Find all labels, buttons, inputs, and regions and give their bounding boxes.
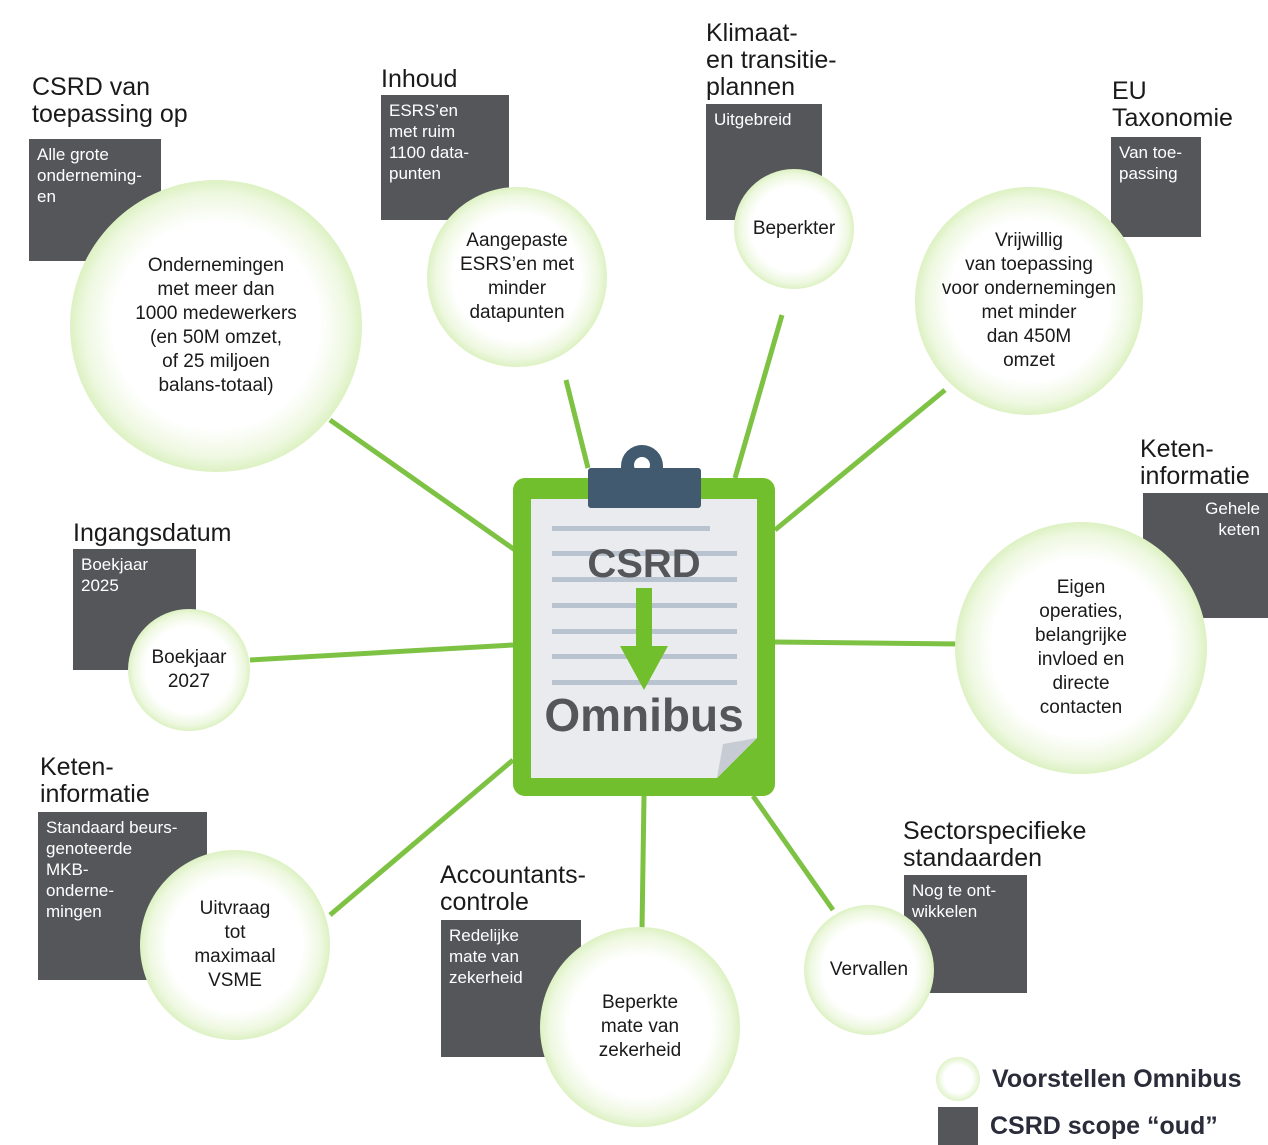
legend-new-label: Voorstellen Omnibus [992,1064,1242,1093]
center-csrd-label: CSRD [587,542,701,586]
old-taxonomie-box: Van toe- passing [1111,137,1201,237]
new-inhoud-circle: Aangepaste ESRS’en met minder datapunten [427,187,607,367]
title-keten-left: Keten- informatie [40,753,150,808]
new-keten-left-circle: Uitvraag tot maximaal VSME [140,850,330,1040]
title-ingangsdatum: Ingangsdatum [73,519,232,547]
new-klimaat-circle: Beperkter [734,169,854,289]
new-ingangsdatum-circle: Boekjaar 2027 [128,609,250,731]
clipboard-clip [588,468,701,508]
new-accountant-circle: Beperkte mate van zekerheid [540,927,740,1127]
paper-line [552,577,737,582]
legend-square-icon [938,1107,978,1145]
title-inhoud: Inhoud [381,65,458,93]
legend-new: Voorstellen Omnibus [936,1057,1242,1101]
title-sector: Sectorspecifieke standaarden [903,817,1087,872]
new-taxonomie-circle: Vrijwillig van toepassing voor ondernemi… [915,187,1143,415]
title-taxonomie: EU Taxonomie [1112,77,1233,132]
center-omnibus-label: Omnibus [544,689,744,741]
title-scope: CSRD van toepassing op [32,73,188,128]
legend-old-label: CSRD scope “oud” [990,1111,1218,1140]
new-sector-circle: Vervallen [804,905,934,1035]
legend-circle-icon [936,1057,980,1101]
legend-old: CSRD scope “oud” [938,1107,1218,1145]
paper-line [552,526,710,531]
title-accountant: Accountants- controle [440,861,586,916]
paper-line [552,551,737,556]
title-keten-right: Keten- informatie [1140,435,1250,490]
new-keten-right-circle: Eigen operaties, belangrijke invloed en … [955,522,1207,774]
title-klimaat: Klimaat- en transitie- plannen [706,19,837,101]
new-scope-circle: Ondernemingen met meer dan 1000 medewerk… [70,180,362,472]
paper-fold [717,738,757,778]
down-arrow-icon [620,588,668,690]
